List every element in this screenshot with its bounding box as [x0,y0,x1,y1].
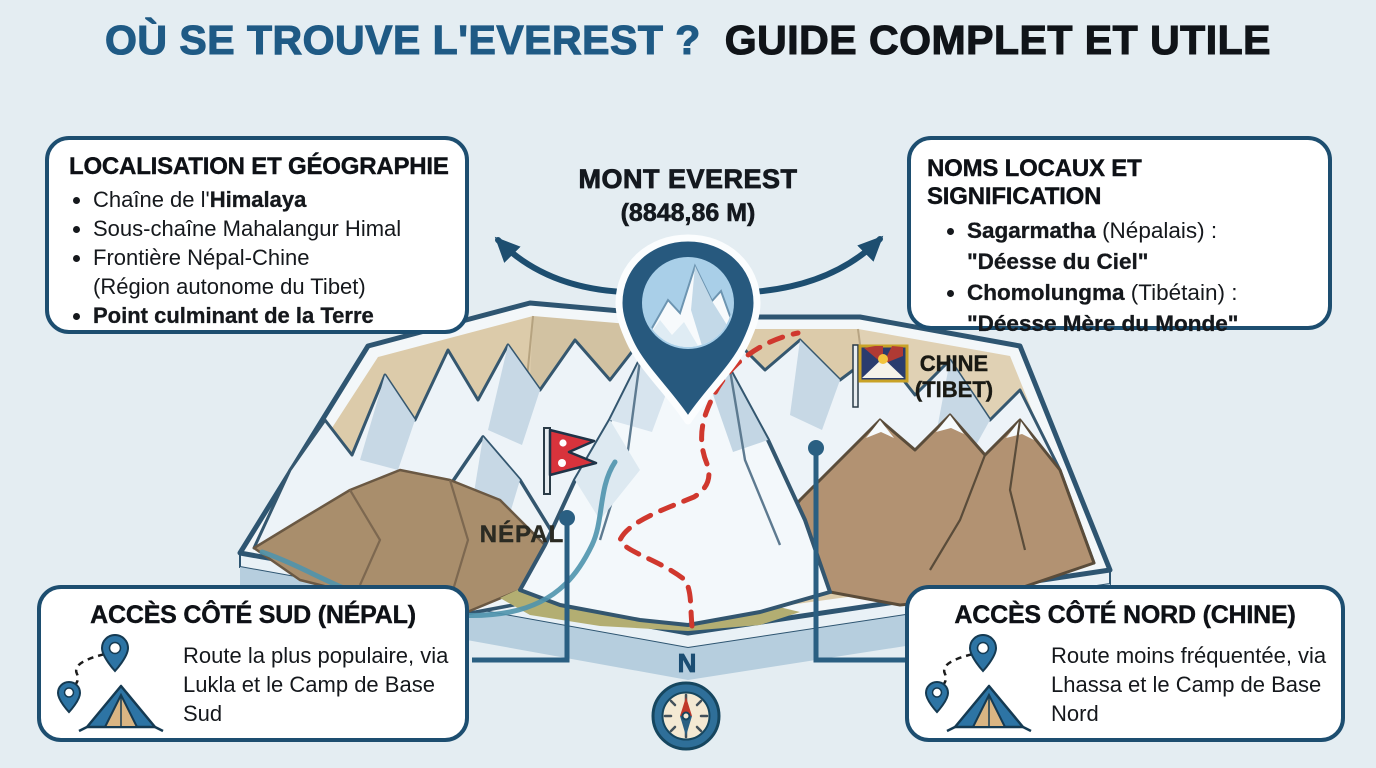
page-title-highlight: OÙ SE TROUVE L'EVEREST ? [104,16,701,63]
china-label: CHINE (TIBET) [898,351,1010,403]
arrow-left-icon [494,236,627,295]
bullet-text: (Région autonome du Tibet) [93,274,366,299]
list-item: Frontière Népal-Chine (Région autonome du… [93,243,451,301]
bullet-bold: Sagarmatha [967,218,1096,243]
list-item: Chaîne de l'Himalaya [93,185,451,214]
geography-list: Chaîne de l'Himalaya Sous-chaîne Mahalan… [69,185,451,330]
page-title-rest: GUIDE COMPLET ET UTILE [724,16,1272,63]
geography-box-title: LOCALISATION ET GÉOGRAPHIE [69,153,449,180]
compass-icon [651,681,721,751]
nepal-flag-icon [543,427,598,495]
list-item: Sous-chaîne Mahalangur Himal [93,214,451,243]
bullet-text: (Tibétain) : [1124,280,1238,305]
bullet-bold: Chomolungma [967,280,1125,305]
south-access-body: Route la plus populaire, via Lukla et le… [183,642,449,726]
river-path [259,459,618,618]
local-names-box: NOMS LOCAUX ET SIGNIFICATION Sagarmatha … [907,136,1332,336]
route-pins-tent-icon [56,634,164,733]
geography-box: LOCALISATION ET GÉOGRAPHIE Chaîne de l'H… [45,136,469,334]
route-pins-tent-icon [924,634,1032,733]
south-access-box: ACCÈS CÔTÉ SUD (NÉPAL) Route la plus pop… [37,585,469,742]
bullet-bold: Point culminant de la Terre [93,303,374,328]
tibet-range [768,413,1096,607]
china-label-line1: CHINE [919,351,989,376]
bullet-text: (Népalais) : [1095,218,1218,243]
page-title: OÙ SE TROUVE L'EVEREST ? GUIDE COMPLET E… [0,16,1376,64]
bullet-bold: Himalaya [209,187,307,212]
north-access-box: ACCÈS CÔTÉ NORD (CHINE) Route moins fréq… [905,585,1345,742]
connector-north [808,440,908,663]
north-access-title: ACCÈS CÔTÉ NORD (CHINE) [954,601,1296,629]
china-label-line2: (TIBET) [914,377,994,402]
local-names-box-title: NOMS LOCAUX ET SIGNIFICATION [927,155,1142,210]
everest-name: MONT EVEREST [578,164,798,195]
local-names-list: Sagarmatha (Népalais) :"Déesse du Ciel" … [927,215,1316,339]
bullet-text: Chaîne de l' [93,187,210,212]
list-item: Chomolungma (Tibétain) : "Déesse Mère du … [967,277,1316,339]
tibet-flag-icon [852,344,909,408]
connector-south [472,510,575,663]
south-access-title: ACCÈS CÔTÉ SUD (NÉPAL) [90,601,416,629]
list-item: Sagarmatha (Népalais) : "Déesse du Ciel" [967,215,1316,277]
bullet-bold: "Déesse Mère du Monde" [967,311,1239,336]
everest-elevation: (8848,86 M) [620,199,756,228]
arrow-right-icon [749,235,884,295]
bullet-text: Frontière Népal-Chine [93,245,310,270]
compass-n-label: N [677,648,697,679]
list-item: Point culminant de la Terre [93,301,451,330]
location-pin-icon [615,234,761,425]
bullet-text: Sous-chaîne Mahalangur Himal [93,216,402,241]
bullet-bold: "Déesse du Ciel" [967,249,1149,274]
everest-label: MONT EVEREST (8848,86 M) [488,164,888,228]
north-access-body: Route moins fréquentée, via Lhassa et le… [1051,642,1327,726]
nepal-label: NÉPAL [479,521,565,548]
